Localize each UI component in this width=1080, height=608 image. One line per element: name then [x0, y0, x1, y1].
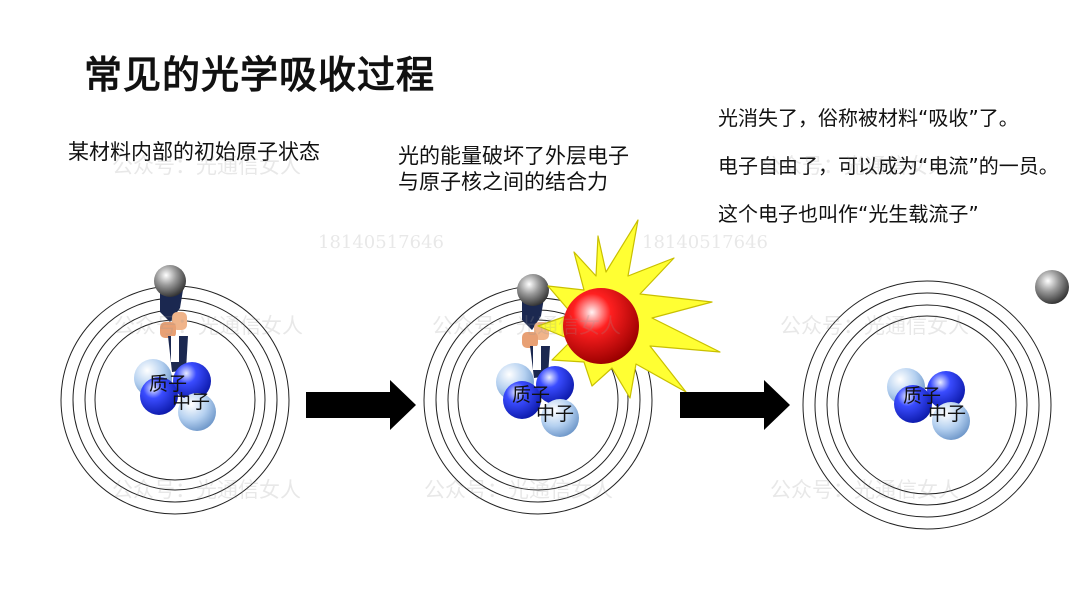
- proton: [894, 385, 932, 423]
- photon: [563, 288, 639, 364]
- orbit-ring: [814, 292, 1040, 518]
- caption-absorbed: 光消失了，俗称被材料“吸收”了。: [718, 106, 1019, 130]
- electron-orbits: [802, 280, 1052, 530]
- proton: [173, 362, 211, 400]
- proton-label: 质子: [149, 373, 187, 395]
- neutron-label: 中子: [172, 391, 210, 413]
- watermark: 公众号：光通信女人: [770, 478, 959, 502]
- atom-photon-hit: 质子 中子: [423, 219, 721, 515]
- electron: [154, 265, 186, 297]
- free-electron: [1035, 270, 1069, 304]
- caption-light-energy-line2: 与原子核之间的结合力: [398, 170, 608, 194]
- proton: [140, 377, 178, 415]
- neutron: [541, 399, 579, 437]
- proton: [927, 371, 965, 409]
- orbit-ring: [837, 315, 1017, 495]
- caption-free-electron: 电子自由了，可以成为“电流”的一员。: [718, 154, 1059, 178]
- proton: [536, 366, 574, 404]
- proton-label: 质子: [903, 385, 941, 407]
- page-title: 常见的光学吸收过程: [84, 53, 436, 97]
- watermark: 公众号：光通信女人: [432, 314, 621, 338]
- proton: [503, 381, 541, 419]
- watermark: 公众号：光通信女人: [112, 478, 301, 502]
- neutron-label: 中子: [928, 403, 966, 425]
- watermark-number: 18140517646: [642, 232, 768, 253]
- watermark: 公众号：光通信女人: [424, 478, 613, 502]
- proton-label: 质子: [512, 384, 550, 406]
- orbit-ring: [802, 280, 1052, 530]
- nucleus: 质子 中子: [887, 368, 970, 440]
- watermark: 公众号：光通信女人: [114, 314, 303, 338]
- neutron: [932, 402, 970, 440]
- nucleus: 质子 中子: [496, 363, 579, 437]
- electron: [517, 274, 549, 306]
- orbit-ring: [826, 304, 1028, 506]
- caption-photocarrier: 这个电子也叫作“光生载流子”: [718, 202, 979, 226]
- watermark-number: 18140517646: [318, 232, 444, 253]
- handshake-icon: [160, 290, 188, 372]
- arrow-right: [306, 380, 416, 430]
- neutron: [178, 393, 216, 431]
- watermark: 公众号：光通信女人: [112, 154, 301, 178]
- watermark: 公众号：光通信女人: [760, 154, 949, 178]
- caption-light-energy-line1: 光的能量破坏了外层电子: [398, 144, 629, 168]
- nucleus: 质子 中子: [134, 359, 216, 431]
- neutron-label: 中子: [536, 403, 574, 425]
- watermark: 公众号：光通信女人: [780, 314, 969, 338]
- caption-initial-state: 某材料内部的初始原子状态: [68, 140, 320, 164]
- atom-initial: 质子 中子: [60, 265, 290, 515]
- atom-ionized: 质子 中子: [802, 270, 1069, 530]
- arrow-right: [680, 380, 790, 430]
